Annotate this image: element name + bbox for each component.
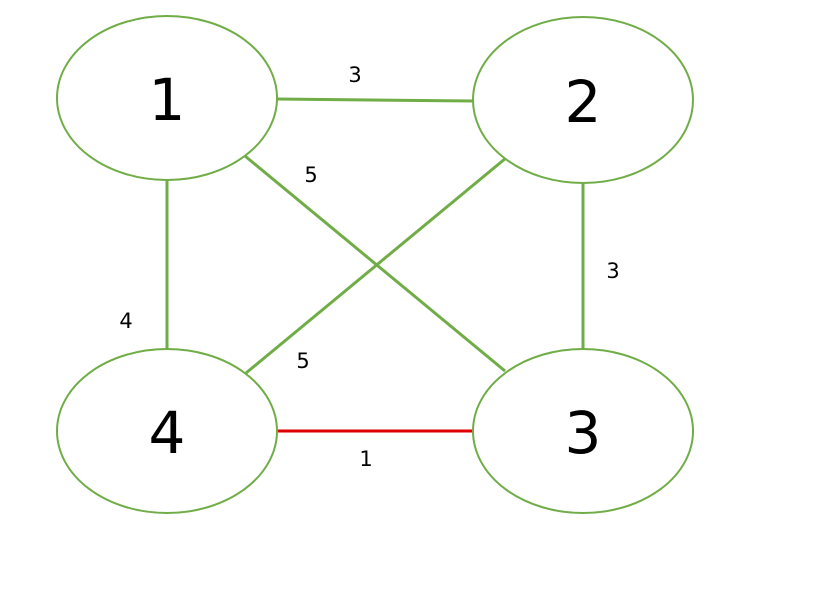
node-1-label: 1: [149, 66, 186, 134]
node-2-ellipse: [472, 16, 694, 184]
node-3-ellipse: [472, 348, 694, 514]
weight-label-2-3: 3: [606, 259, 619, 283]
nodes: 1 2 3 4: [56, 15, 694, 514]
node-2-label: 2: [565, 68, 602, 136]
node-3: 3: [472, 348, 694, 514]
node-1: 1: [56, 15, 278, 181]
edge-weights: 3 5 3 4 5 1: [119, 63, 619, 471]
edge-2-4: [245, 156, 507, 375]
node-4-ellipse: [56, 348, 278, 514]
node-2: 2: [472, 16, 694, 184]
edges: [165, 97, 585, 433]
node-1-ellipse: [56, 15, 278, 181]
weight-label-1-2: 3: [348, 63, 361, 87]
node-4-label: 4: [149, 399, 186, 467]
weight-label-2-4: 5: [296, 349, 309, 373]
weight-label-4-3: 1: [359, 447, 372, 471]
edge-1-3: [244, 154, 506, 373]
node-3-label: 3: [565, 399, 602, 467]
node-4: 4: [56, 348, 278, 514]
weight-label-1-3: 5: [304, 163, 317, 187]
weight-label-1-4: 4: [119, 309, 132, 333]
edge-1-2: [275, 97, 474, 103]
